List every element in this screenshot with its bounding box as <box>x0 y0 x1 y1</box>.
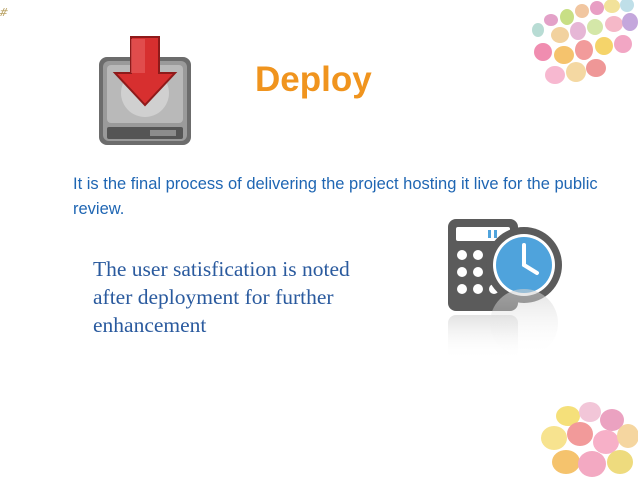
candy-eggs-top-decoration <box>532 0 638 84</box>
note-paragraph: The user satisfication is noted after de… <box>93 257 350 337</box>
lead-paragraph: It is the final process of delivering th… <box>73 175 598 218</box>
calculator-clock-icon <box>448 219 562 360</box>
candy-eggs-bottom-decoration <box>541 402 638 477</box>
hard-drive-download-icon <box>99 36 191 145</box>
corner-mark: # <box>0 6 10 19</box>
slide-title: Deploy <box>255 60 372 99</box>
